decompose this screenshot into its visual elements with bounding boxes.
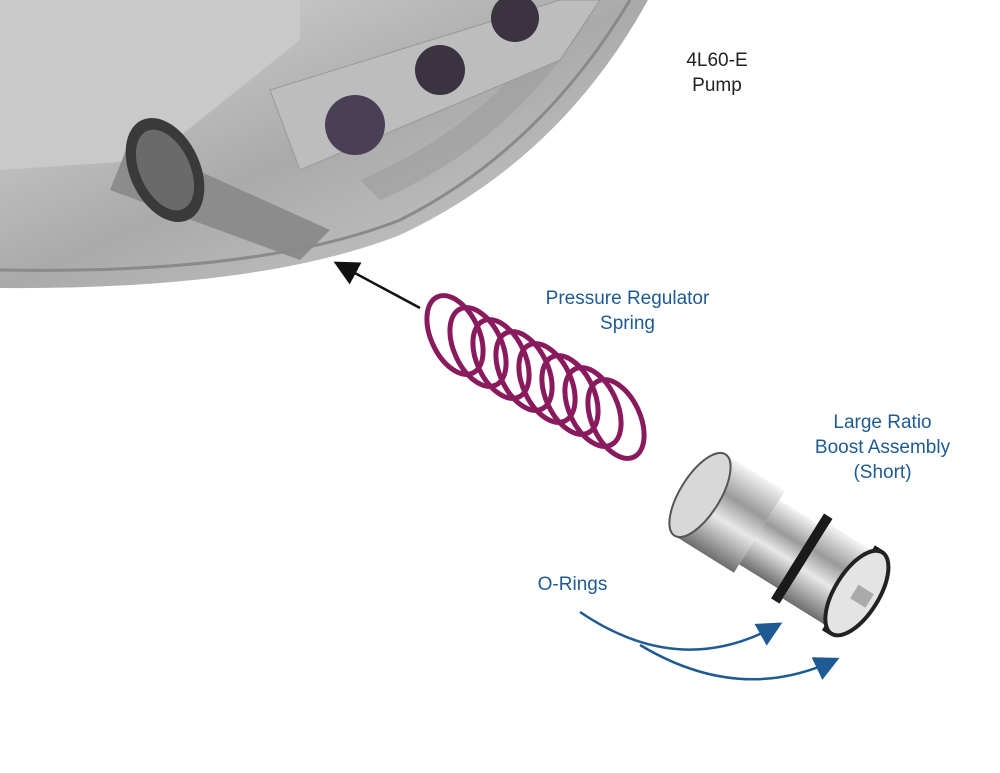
pressure-regulator-spring xyxy=(424,293,647,461)
o-ring-arrow xyxy=(639,643,840,681)
boost-valve-assembly xyxy=(668,451,891,638)
boost-assembly-label: Large Ratio Boost Assembly (Short) xyxy=(790,410,975,485)
pump-hole xyxy=(325,95,385,155)
pump-label-line: 4L60-E xyxy=(686,50,748,71)
o-ring-arrow xyxy=(579,610,783,651)
boost-label-line: Large Ratio xyxy=(833,412,932,433)
pump-hole xyxy=(491,0,539,42)
spring-label: Pressure Regulator Spring xyxy=(520,286,735,336)
pump-hole xyxy=(415,45,465,95)
boost-label-line: (Short) xyxy=(853,462,912,483)
o-rings-label: O-Rings xyxy=(520,572,625,597)
spring-label-line: Spring xyxy=(600,313,655,334)
pump-body xyxy=(0,0,648,289)
pump-label-line: Pump xyxy=(692,75,742,96)
spring-label-line: Pressure Regulator xyxy=(545,288,710,309)
o-rings-label-text: O-Rings xyxy=(537,574,608,595)
o-ring xyxy=(771,513,833,604)
insertion-arrow xyxy=(333,261,421,310)
pump-label: 4L60-E Pump xyxy=(672,48,762,98)
boost-label-line: Boost Assembly xyxy=(814,437,951,458)
